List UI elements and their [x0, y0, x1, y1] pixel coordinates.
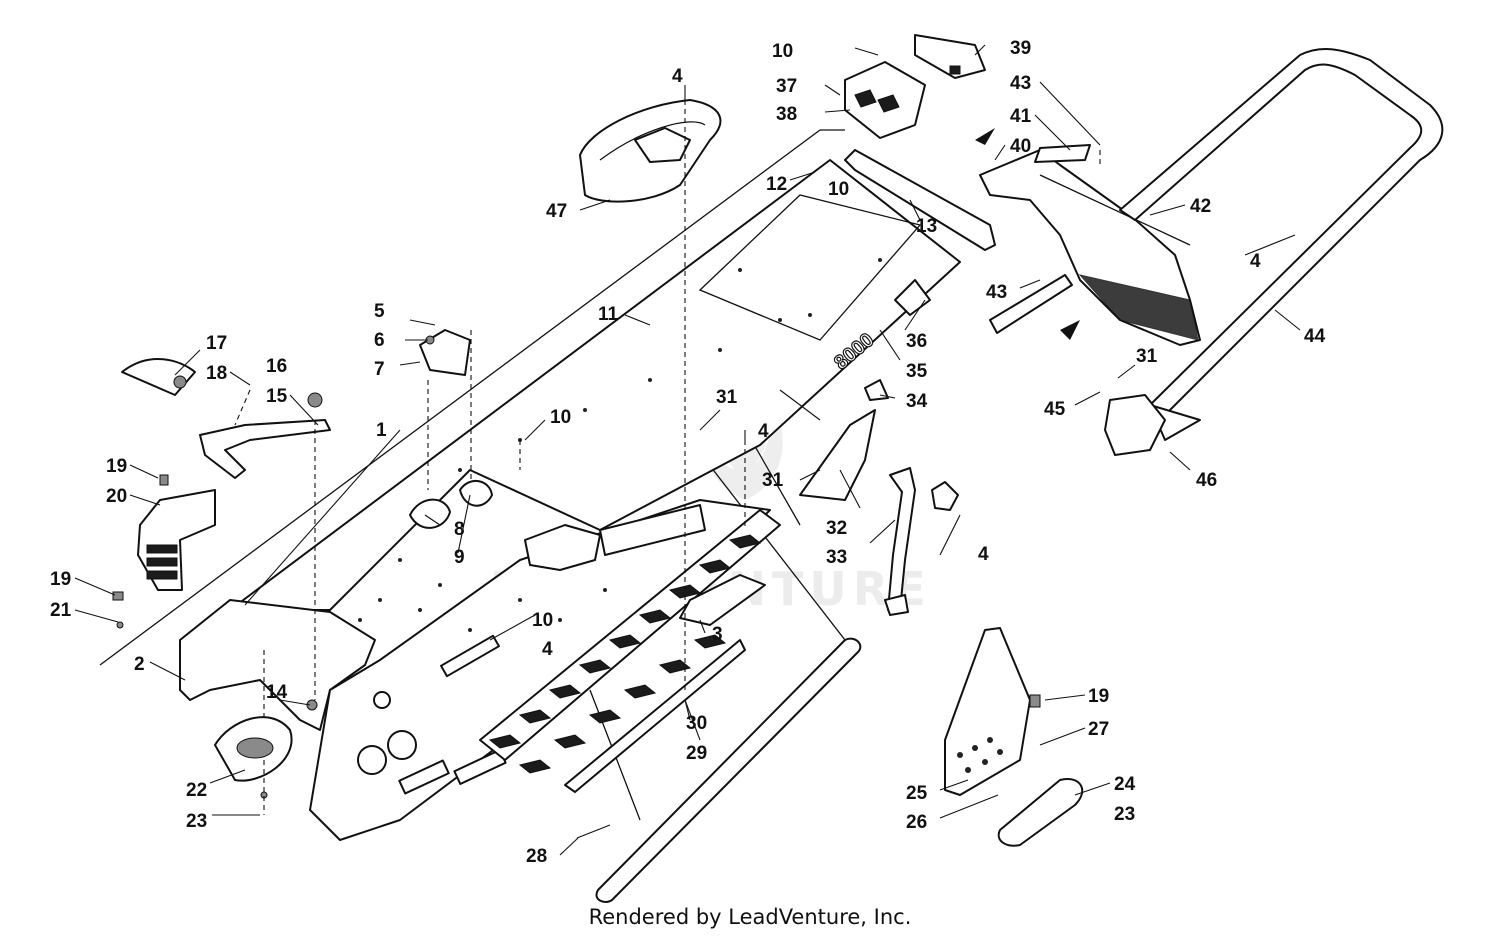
- callout-8: 8: [454, 519, 465, 540]
- callout-41: 41: [1010, 106, 1032, 127]
- callout-38: 38: [776, 104, 797, 125]
- callout-31b: 31: [762, 470, 784, 491]
- callout-43b: 43: [986, 282, 1007, 303]
- callout-22: 22: [186, 780, 207, 801]
- part-29-bar: [564, 639, 746, 793]
- callout-30: 30: [686, 713, 707, 734]
- callout-labels: 1 2 3 4 4 4 4 4 5 6 7 8 9 10 10 10 10 11…: [50, 38, 1326, 867]
- callout-31a: 31: [716, 387, 738, 408]
- callout-34: 34: [906, 391, 928, 412]
- callout-20: 20: [106, 486, 127, 507]
- callout-4e: 4: [1250, 251, 1261, 272]
- callout-10b: 10: [828, 179, 849, 200]
- callout-13: 13: [916, 216, 937, 237]
- leader-lines: [74, 44, 1301, 856]
- callout-9: 9: [454, 547, 465, 568]
- callout-31c: 31: [1136, 346, 1158, 367]
- callout-7: 7: [374, 359, 385, 380]
- cooler-louvers: [479, 509, 781, 774]
- callout-44: 44: [1304, 326, 1326, 347]
- callout-4c: 4: [542, 639, 553, 660]
- callout-19c: 19: [1088, 686, 1109, 707]
- callout-32: 32: [826, 518, 847, 539]
- part-13-rail: [844, 149, 996, 251]
- part-34-clip: [864, 379, 889, 401]
- callout-4d: 4: [978, 544, 989, 565]
- callout-15: 15: [266, 386, 288, 407]
- callout-45: 45: [1044, 399, 1066, 420]
- part-32-bracket: [799, 409, 876, 501]
- part-24-step: [997, 778, 1084, 847]
- callout-5: 5: [374, 301, 385, 322]
- callout-4b: 4: [758, 421, 769, 442]
- part-41-decal: [1034, 144, 1091, 163]
- callout-27: 27: [1088, 719, 1109, 740]
- callout-6: 6: [374, 330, 385, 351]
- part-15-bracket: [199, 419, 331, 479]
- callout-23a: 23: [186, 811, 207, 832]
- callout-29: 29: [686, 743, 707, 764]
- callout-40: 40: [1010, 136, 1031, 157]
- callout-2: 2: [134, 654, 145, 675]
- callout-11: 11: [598, 304, 619, 325]
- tunnel-assembly: 8000: [179, 159, 961, 841]
- callout-23b: 23: [1114, 804, 1135, 825]
- part-45-bracket: [1104, 394, 1166, 456]
- callout-39: 39: [1010, 38, 1031, 59]
- callout-3: 3: [712, 624, 723, 645]
- part-44-bumper: [1119, 48, 1444, 441]
- callout-26: 26: [906, 812, 927, 833]
- callout-17: 17: [206, 333, 227, 354]
- callout-37: 37: [776, 76, 797, 97]
- callout-10a: 10: [772, 41, 793, 62]
- callout-28: 28: [526, 846, 547, 867]
- part-25-footrest: [944, 627, 1031, 796]
- callout-33: 33: [826, 547, 847, 568]
- callout-12: 12: [766, 174, 787, 195]
- callout-1: 1: [376, 420, 387, 441]
- callout-14: 14: [266, 682, 288, 703]
- part-42-rear-flap: [979, 149, 1201, 346]
- callout-4a: 4: [672, 66, 683, 87]
- callout-16: 16: [266, 356, 287, 377]
- part-8-cup: [409, 498, 451, 529]
- callout-36: 36: [906, 331, 927, 352]
- callout-46: 46: [1196, 470, 1217, 491]
- callout-43a: 43: [1010, 73, 1031, 94]
- part-28-rod: [595, 637, 862, 903]
- callout-47: 47: [546, 201, 567, 222]
- callout-10c: 10: [550, 407, 571, 428]
- callout-35: 35: [906, 361, 928, 382]
- callout-25: 25: [906, 783, 928, 804]
- part-43-strip: [989, 274, 1073, 334]
- part-3-clip: [679, 574, 766, 626]
- callout-42: 42: [1190, 196, 1211, 217]
- part-39-bracket: [914, 34, 986, 79]
- part-9-cup: [459, 480, 493, 507]
- callout-19a: 19: [106, 456, 127, 477]
- callout-19b: 19: [50, 569, 71, 590]
- callout-10d: 10: [532, 610, 553, 631]
- footer-credit: Rendered by LeadVenture, Inc.: [588, 905, 912, 929]
- callout-24: 24: [1114, 774, 1136, 795]
- callout-21: 21: [50, 600, 72, 621]
- callout-18: 18: [206, 363, 227, 384]
